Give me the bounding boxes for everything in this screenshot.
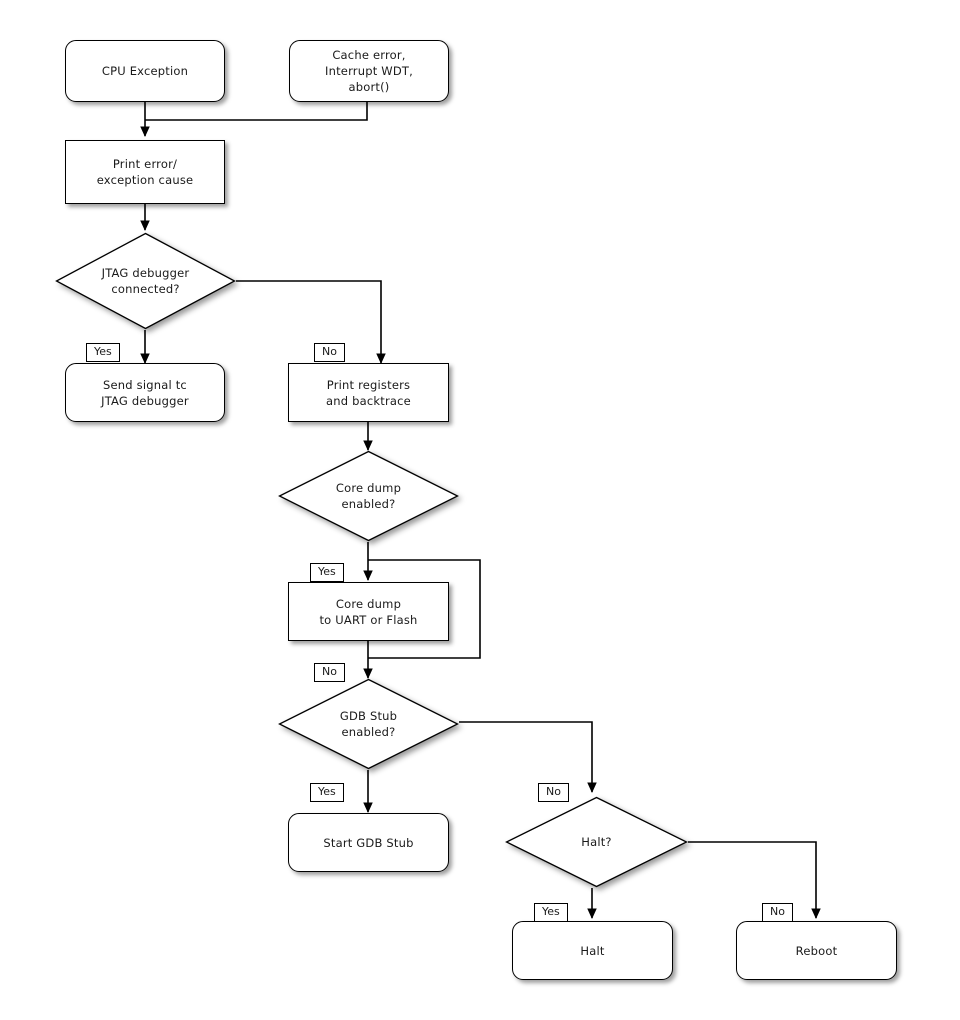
node-cache-error-label: Cache error, Interrupt WDT, abort(): [325, 48, 413, 94]
node-print-error[interactable]: Print error/ exception cause: [65, 140, 225, 204]
edge-label-jtag-no: No: [314, 343, 345, 362]
node-cpu-exception[interactable]: CPU Exception: [65, 40, 225, 102]
edge-label-halt-no: No: [762, 903, 793, 922]
edge-label-halt-yes: Yes: [534, 903, 568, 922]
wire-gdbstub-no-to-halt-q: [459, 721, 597, 794]
edge-label-coredump-yes: Yes: [310, 563, 344, 582]
node-print-error-label: Print error/ exception cause: [96, 157, 194, 187]
node-coredump-enabled[interactable]: Core dump enabled?: [278, 450, 459, 542]
node-reboot-label: Reboot: [795, 943, 838, 958]
node-print-registers-label: Print registers and backtrace: [326, 377, 411, 408]
wire-halt-no-to-reboot: [688, 841, 821, 920]
node-jtag-connected-label: JTAG debugger connected?: [101, 266, 190, 296]
wire-cache-to-junction: [145, 102, 368, 121]
node-send-signal[interactable]: Send signal tc JTAG debugger: [65, 363, 225, 422]
node-jtag-connected[interactable]: JTAG debugger connected?: [55, 232, 236, 330]
node-send-signal-label: Send signal tc JTAG debugger: [101, 377, 189, 408]
node-cache-error[interactable]: Cache error, Interrupt WDT, abort(): [289, 40, 449, 102]
node-print-registers[interactable]: Print registers and backtrace: [288, 363, 449, 422]
node-coredump-to-uart-flash-label: Core dump to UART or Flash: [319, 596, 418, 627]
wire-jtag-no-to-print-regs: [236, 280, 386, 365]
edge-label-gdbstub-no: No: [538, 783, 569, 802]
edge-label-coredump-no: No: [314, 663, 345, 682]
node-start-gdbstub-label: Start GDB Stub: [323, 835, 414, 850]
node-reboot[interactable]: Reboot: [736, 921, 897, 980]
node-cpu-exception-label: CPU Exception: [101, 64, 189, 78]
edge-label-gdbstub-yes: Yes: [310, 783, 344, 802]
edge-label-jtag-yes: Yes: [86, 343, 120, 362]
node-halt-question-label: Halt?: [581, 835, 612, 849]
node-halt[interactable]: Halt: [512, 921, 673, 980]
node-start-gdbstub[interactable]: Start GDB Stub: [288, 813, 449, 872]
node-coredump-to-uart-flash[interactable]: Core dump to UART or Flash: [288, 582, 449, 641]
node-coredump-enabled-label: Core dump enabled?: [335, 481, 402, 511]
node-halt-question[interactable]: Halt?: [505, 796, 688, 888]
node-gdbstub-enabled-label: GDB Stub enabled?: [339, 709, 398, 739]
node-halt-label: Halt: [580, 943, 605, 958]
node-gdbstub-enabled[interactable]: GDB Stub enabled?: [278, 678, 459, 770]
